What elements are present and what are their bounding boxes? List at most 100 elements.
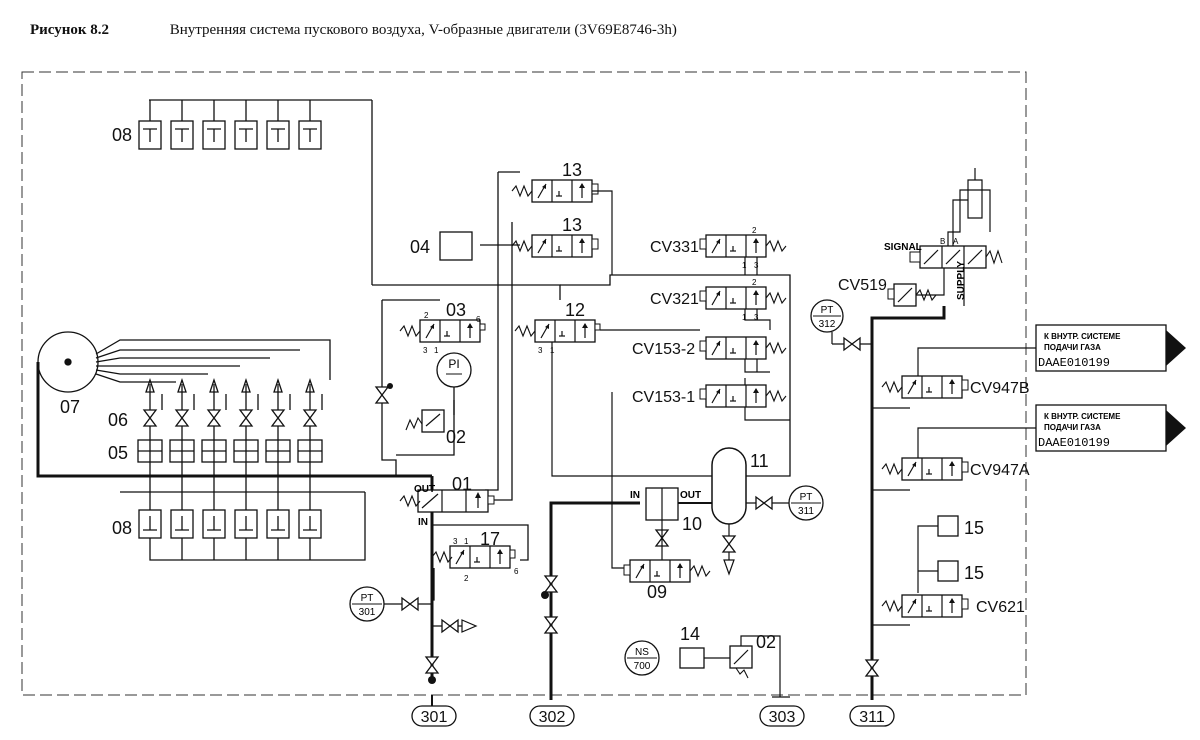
valve-03-spring [399, 325, 421, 337]
cv621 [881, 594, 969, 618]
valve-17-spring [431, 551, 453, 563]
gas1-code: DAAE010199 [1038, 356, 1110, 370]
valve-17-port-2: 2 [464, 574, 469, 583]
valve-01-spring [399, 495, 421, 507]
cv621-to-15-lines [917, 525, 938, 593]
pt312-num: 312 [819, 319, 836, 330]
label-in-01: IN [418, 517, 428, 528]
label-03: 03 [446, 300, 466, 320]
reducer-02-bottom [729, 635, 781, 697]
svg-text:A: A [953, 237, 959, 246]
valve-handle [541, 591, 549, 599]
cv321-port-2: 2 [752, 278, 757, 287]
label-pi: PI [448, 357, 459, 371]
pt311-valve [755, 496, 773, 510]
label-15-lower: 15 [964, 563, 984, 583]
component-15-upper [937, 515, 959, 537]
label-12: 12 [565, 300, 585, 320]
reducer-02-spring [405, 416, 423, 431]
valve-03 [419, 319, 481, 343]
ns700-num: 700 [634, 661, 651, 672]
figure-caption: Рисунок 8.2 Внутренняя система пускового… [30, 22, 677, 39]
pt-312: PT 312 [810, 299, 844, 333]
cv331 [699, 234, 787, 258]
valve-13-upper-pilot [591, 183, 599, 195]
label-04: 04 [410, 237, 430, 257]
gas2-code: DAAE010199 [1038, 436, 1110, 450]
start-valves-top [138, 99, 373, 285]
ns700-tag: NS [635, 647, 649, 658]
pt301-num: 301 [359, 607, 376, 618]
valve-03-port-2: 2 [424, 311, 429, 320]
valve-13-lower-pilot [591, 238, 599, 250]
pt312-tag: PT [821, 305, 834, 316]
label-out-01: OUT [414, 484, 435, 495]
label-17: 17 [480, 529, 500, 549]
pt301-valve [401, 597, 419, 611]
cv321 [699, 286, 787, 310]
valve-12-pilot [594, 323, 601, 331]
label-05: 05 [108, 443, 128, 463]
component-15-lower [937, 560, 959, 582]
label-14: 14 [680, 624, 700, 644]
system-boundary [21, 71, 1027, 696]
label-08-bottom: 08 [112, 518, 132, 538]
cylinder-valves-06 [143, 377, 323, 440]
shutoff-valve-301 [425, 656, 439, 674]
vent-silencer [461, 619, 478, 633]
label-cv153-1: CV153-1 [632, 389, 695, 406]
distributor-07 [37, 331, 331, 393]
supply-line-302 [549, 501, 640, 700]
connection-302: 302 [529, 705, 575, 727]
gas-side-main-line [832, 306, 946, 700]
needle-valve-03 [375, 386, 389, 404]
svg-text:B: B [940, 237, 945, 246]
label-01: 01 [452, 474, 472, 494]
valve-12 [534, 319, 596, 343]
tank-drain-valve [722, 535, 736, 553]
ns-700: NS 700 [624, 640, 660, 676]
component-14 [679, 647, 705, 669]
label-15-upper: 15 [964, 518, 984, 538]
label-301: 301 [421, 709, 448, 726]
cv153-2 [699, 336, 787, 360]
valve-12-port-3: 3 [538, 346, 543, 355]
label-10: 10 [682, 514, 702, 534]
connection-301: 301 [411, 695, 457, 727]
pressure-indicator [436, 352, 472, 388]
signal-supply-valve: B A [909, 237, 1003, 269]
gas-system-box-2: К ВНУТР. СИСТЕМЕ ПОДАЧИ ГАЗА DAAE010199 [1035, 404, 1186, 452]
valve-13-lower-spring [511, 240, 533, 252]
valve-12-spring [514, 325, 536, 337]
valve-03-port-1: 1 [434, 346, 439, 355]
component-10 [645, 487, 679, 521]
drain-valve-301 [441, 619, 459, 633]
valve-01 [417, 489, 495, 513]
valve-03-port-3: 3 [423, 346, 428, 355]
cv947a [881, 457, 969, 481]
air-receiver-11 [711, 447, 747, 525]
component-04 [439, 231, 473, 261]
valve-09 [629, 559, 691, 583]
connection-303: 303 [759, 696, 805, 727]
label-cv947a: CV947A [970, 462, 1030, 479]
label-cv153-2: CV153-2 [632, 341, 695, 358]
label-out-10: OUT [680, 490, 701, 501]
valve-13-upper-spring [511, 185, 533, 197]
valve-17 [449, 545, 511, 569]
reducer-02-arrow [425, 413, 441, 427]
pilot-lines-center [551, 190, 712, 569]
gas-system-box-1: К ВНУТР. СИСТЕМЕ ПОДАЧИ ГАЗА DAAE010199 [1035, 324, 1186, 372]
tank-drain-outlet [723, 559, 735, 576]
valve-17-port-1: 1 [464, 537, 469, 546]
valve-13-lower [531, 234, 593, 258]
label-09: 09 [647, 582, 667, 602]
reducer-02 [421, 409, 445, 433]
label-signal: SIGNAL [884, 242, 922, 253]
valve-03-port-6: 6 [476, 315, 481, 324]
label-cv519: CV519 [838, 277, 887, 294]
cv-column-piping [744, 257, 790, 421]
valve-302-b [544, 616, 558, 634]
start-valves-bottom [138, 492, 366, 561]
